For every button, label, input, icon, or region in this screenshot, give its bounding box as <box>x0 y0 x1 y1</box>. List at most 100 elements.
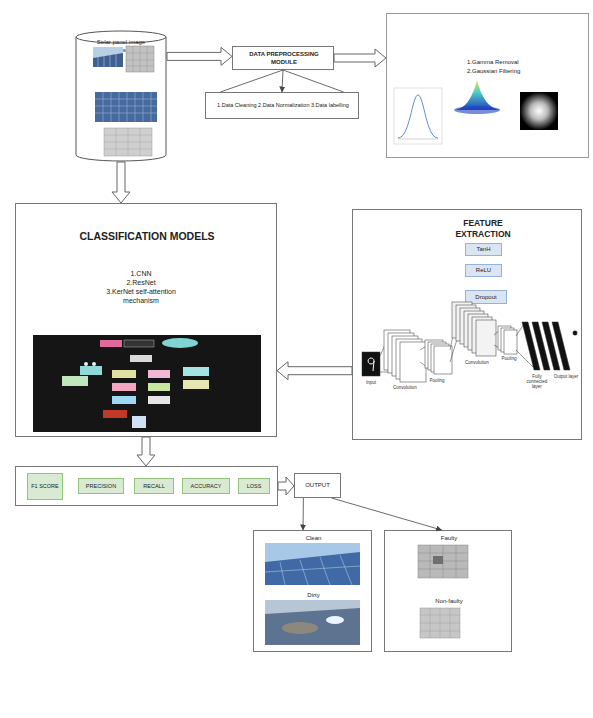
feature-map <box>396 339 422 379</box>
block-arrow <box>137 437 155 466</box>
block <box>112 383 136 391</box>
panel-photo <box>95 92 157 122</box>
block <box>132 416 146 428</box>
feature-map <box>464 311 484 347</box>
non-faulty-cell-photo <box>420 608 460 638</box>
node-title: CLASSIFICATION MODELS <box>16 230 278 243</box>
node-text: 2.ResNet <box>91 279 191 288</box>
block <box>130 355 152 362</box>
layer-label: Convolution <box>457 360 497 365</box>
block-arrow <box>167 47 232 65</box>
feature-map <box>388 333 414 373</box>
clean-panel-photo <box>265 543 360 585</box>
cell-photo <box>126 46 154 72</box>
node-title: OUTPUT <box>295 474 340 497</box>
block-arrow <box>277 362 352 380</box>
cell-photo <box>104 128 152 156</box>
block <box>92 362 96 366</box>
dirt-patch <box>282 622 318 634</box>
defect-spot <box>433 556 443 564</box>
dense-layer <box>552 322 570 370</box>
faulty-cell-photo <box>418 545 468 578</box>
node-text: 1.CNN <box>91 270 191 279</box>
glare <box>326 616 344 624</box>
link-line <box>450 320 458 362</box>
block <box>148 383 170 391</box>
panel-grid <box>265 555 360 585</box>
layer-label: Input <box>356 380 386 385</box>
block <box>183 367 209 376</box>
feature-map <box>400 342 426 382</box>
node-title: 1.Gamma Removal <box>467 59 557 67</box>
node-title: 1.Data Cleaning 2.Data Normalization 3.D… <box>208 102 358 109</box>
node-title: TanH <box>466 244 501 255</box>
layer-label: Convolution <box>385 385 425 390</box>
node-title: Dropout <box>466 291 506 303</box>
dirty-panel-photo <box>265 600 360 645</box>
block <box>148 396 170 404</box>
surface-base <box>454 106 500 114</box>
pooling-map <box>425 340 443 368</box>
metric-box: PRECISION <box>78 478 124 494</box>
layer-label: Pooling <box>494 356 524 361</box>
link-line <box>494 330 502 350</box>
database-cylinder: Solar panel image dataset <box>75 30 167 162</box>
feature-map <box>384 330 410 370</box>
feature-box: FEATURE EXTRACTION TanH ReLU Dropout <box>352 209 582 440</box>
activation-box: ReLU <box>465 264 502 277</box>
node-title: Solar panel image dataset <box>91 39 151 54</box>
block <box>100 340 122 347</box>
metric-box: ACCURACY <box>182 478 230 494</box>
line-connector <box>332 498 442 530</box>
model-box: CLASSIFICATION MODELS1.CNN2.ResNet3.KerN… <box>15 203 277 437</box>
block-arrow <box>112 162 130 203</box>
node-title: Clean <box>254 535 373 543</box>
dense-layer <box>522 322 540 370</box>
branch-connector <box>220 70 343 92</box>
pooling-map <box>434 346 452 374</box>
node-title: DATA PREPROCESSING MODULE <box>243 51 325 66</box>
filter-plots <box>394 80 558 144</box>
filter-box: 1.Gamma Removal2.Gaussian Filtering <box>386 13 589 158</box>
pooling-map <box>504 330 517 354</box>
block-arrow <box>334 49 386 67</box>
node-title: LOSS <box>239 479 269 493</box>
pooling-map <box>431 344 449 372</box>
node-title: FEATURE EXTRACTION <box>443 218 523 239</box>
process-box: DATA PREPROCESSING MODULE <box>232 46 334 70</box>
pooling-map <box>428 342 446 370</box>
class-box: CleanDirty <box>253 530 372 652</box>
metric-box: F1 SCORE <box>27 473 63 500</box>
panel-photo <box>93 53 123 67</box>
node-title: Faulty <box>385 535 513 543</box>
block <box>103 410 127 418</box>
link-line <box>380 338 388 372</box>
gaussian-curve <box>398 95 438 138</box>
block <box>62 376 88 386</box>
cell-grid <box>420 608 460 638</box>
line-connector <box>303 498 304 530</box>
block <box>112 396 136 404</box>
layer-label: Fully connected layer <box>524 374 550 390</box>
cell-grid <box>104 128 152 156</box>
block <box>80 366 102 375</box>
screenshot-bg <box>33 335 261 432</box>
plot-frame <box>394 88 442 144</box>
link-line <box>516 324 536 370</box>
node-text: Dirty <box>254 592 373 600</box>
cell-grid <box>418 545 468 578</box>
gaussian-kernel-image <box>520 92 558 130</box>
feature-map <box>392 336 418 376</box>
dense-layer <box>532 322 550 370</box>
feature-map <box>472 317 492 353</box>
process-box: 1.Data Cleaning 2.Data Normalization 3.D… <box>205 92 359 119</box>
pooling-map <box>498 326 511 350</box>
node-title: F1 SCORE <box>28 474 62 499</box>
node-title: PRECISION <box>79 479 123 493</box>
sky <box>265 600 360 614</box>
cell-grid <box>126 46 154 72</box>
